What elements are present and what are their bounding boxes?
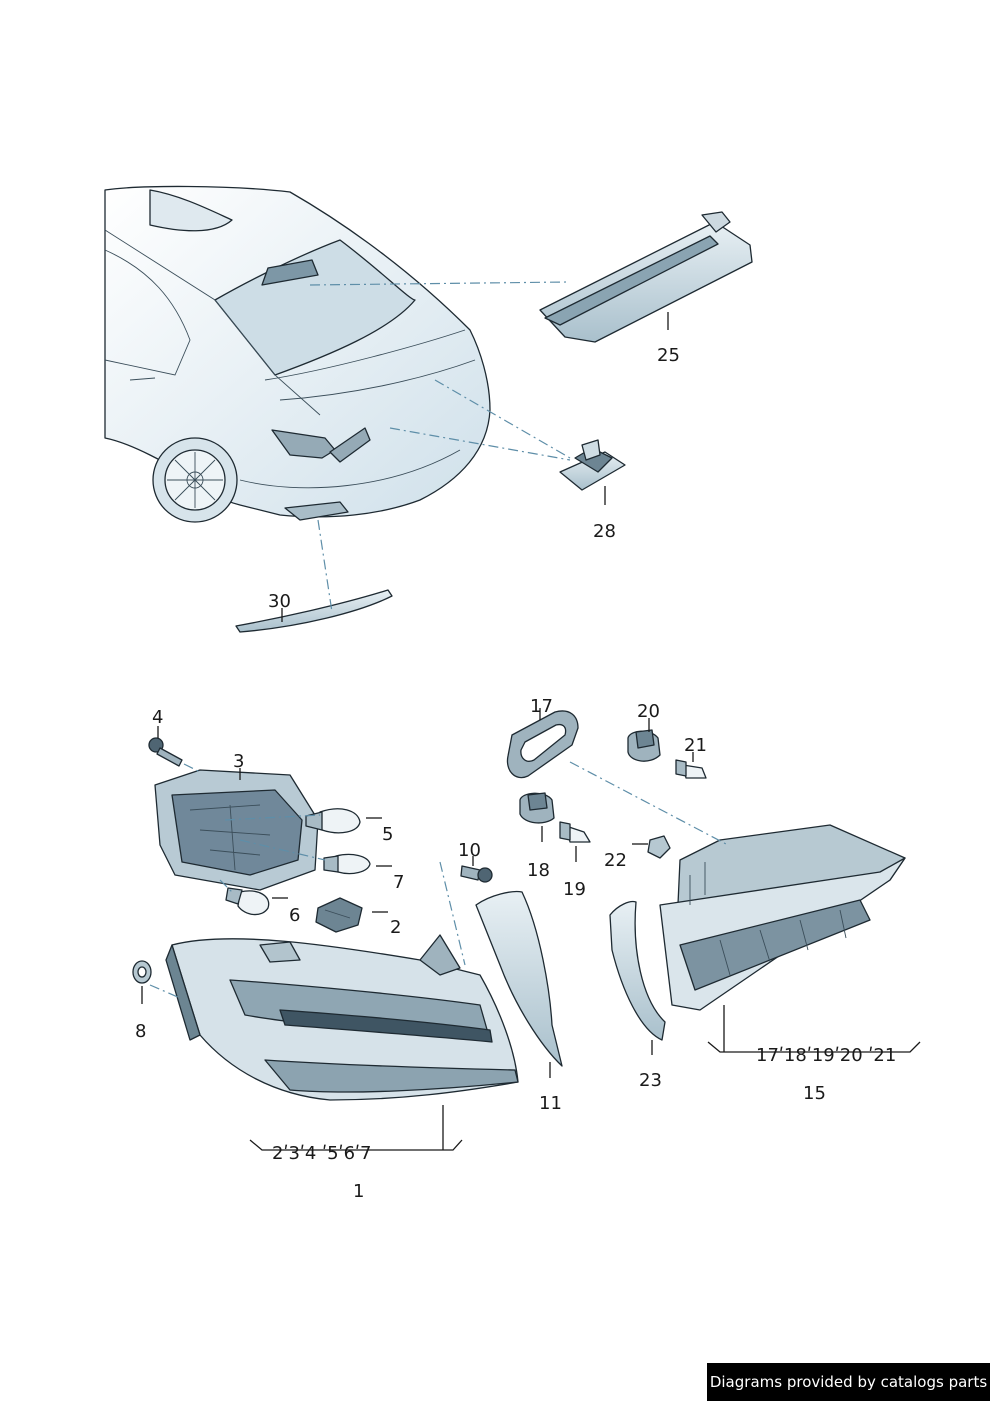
callout-19: 19 — [563, 879, 586, 900]
part-6-bulb[interactable] — [225, 887, 270, 916]
callout-5: 5 — [382, 824, 393, 845]
callout-17: 17 — [530, 696, 553, 717]
part-17-gasket[interactable] — [506, 710, 579, 779]
callout-30: 30 — [268, 591, 291, 612]
part-25-brake-light[interactable] — [539, 211, 753, 343]
part-28-plate-light[interactable] — [559, 439, 626, 491]
part-21-bulb[interactable] — [675, 759, 707, 779]
callout-labels: 25 28 30 4 3 5 7 6 2 8 10 11 17 20 21 18… — [135, 345, 896, 1202]
callout-3: 3 — [233, 751, 244, 772]
callout-18: 18 — [527, 860, 550, 881]
callout-11: 11 — [539, 1093, 562, 1114]
leader-lines-top — [309, 281, 571, 613]
part-5-bulb[interactable] — [305, 808, 361, 834]
part-3-bulb-holder[interactable] — [154, 769, 319, 891]
part-7-bulb[interactable] — [323, 853, 371, 875]
part-11-trim-panel[interactable] — [475, 890, 563, 1067]
callout-8: 8 — [135, 1021, 146, 1042]
callout-21: 21 — [684, 735, 707, 756]
car-illustration — [104, 185, 491, 523]
callout-7: 7 — [393, 872, 404, 893]
part-15-inner-tail-light[interactable] — [659, 824, 906, 1011]
part-2-connector[interactable] — [315, 897, 363, 933]
part-4-screw[interactable] — [148, 737, 183, 767]
callout-22: 22 — [604, 850, 627, 871]
part-1-tail-light[interactable] — [165, 934, 519, 1101]
part-8-nut[interactable] — [132, 960, 152, 984]
part-20-bulb-socket[interactable] — [627, 729, 661, 762]
callout-10: 10 — [458, 840, 481, 861]
callout-2: 2 — [390, 917, 401, 938]
group-label-15: 17ʹ18ʹ19ʹ20 ʹ21 — [756, 1045, 896, 1066]
callout-15: 15 — [803, 1083, 826, 1104]
callout-28: 28 — [593, 521, 616, 542]
leader-lines-bottom — [149, 761, 729, 999]
part-23-trim-panel[interactable] — [609, 900, 666, 1041]
part-22-nut[interactable] — [647, 835, 671, 859]
callout-1: 1 — [353, 1181, 364, 1202]
callout-leaders — [141, 312, 921, 1151]
part-18-bulb-socket[interactable] — [519, 792, 555, 824]
part-19-bulb[interactable] — [559, 821, 591, 843]
part-10-screw[interactable] — [460, 865, 493, 883]
callout-20: 20 — [637, 701, 660, 722]
group-label-1: 2ʹ3ʹ4 ʹ5ʹ6ʹ7 — [272, 1143, 371, 1164]
footer-credit: Diagrams provided by catalogs parts — [707, 1363, 990, 1401]
callout-6: 6 — [289, 905, 300, 926]
part-30-reflector-strip[interactable] — [235, 589, 393, 633]
callout-4: 4 — [152, 707, 163, 728]
callout-23: 23 — [639, 1070, 662, 1091]
callout-25: 25 — [657, 345, 680, 366]
